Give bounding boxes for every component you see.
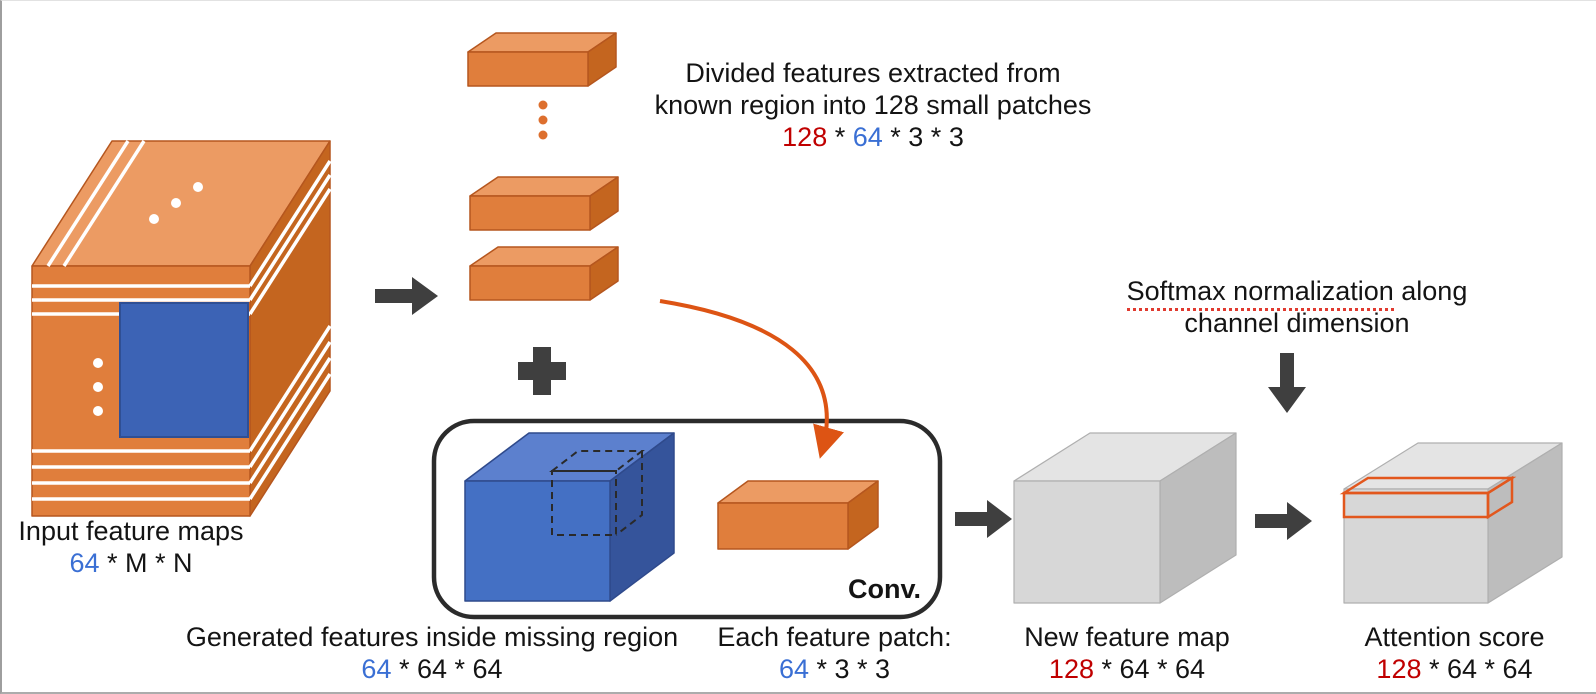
dims-text: 64 * 64 * 64 bbox=[361, 654, 503, 684]
ellipsis-dots bbox=[538, 100, 548, 140]
conv-container-box bbox=[431, 418, 943, 620]
dims-text: 64 * 3 * 3 bbox=[778, 654, 891, 684]
caption-text: along bbox=[1393, 276, 1468, 306]
dashed-patch-outline bbox=[549, 450, 645, 536]
divided-patches-caption: Divided features extracted from known re… bbox=[634, 57, 1112, 153]
dims-text: 128 * 64 * 3 * 3 bbox=[782, 122, 964, 152]
arrow-right-icon bbox=[1255, 502, 1312, 540]
patch-box bbox=[469, 176, 619, 231]
caption-line: Softmax normalization along bbox=[1102, 275, 1492, 311]
attention-slice-outline bbox=[1339, 475, 1517, 520]
input-feature-maps-label: Input feature maps 64 * M * N bbox=[2, 515, 260, 579]
conv-label: Conv. bbox=[848, 574, 921, 604]
new-feature-map-label: New feature map 128 * 64 * 64 bbox=[992, 621, 1262, 685]
feature-map-stripes bbox=[32, 140, 332, 501]
missing-region-patch bbox=[119, 302, 249, 438]
caption-line: channel dimension bbox=[1184, 308, 1410, 338]
each-feature-patch-label: Each feature patch: 64 * 3 * 3 bbox=[692, 621, 977, 685]
arrow-down-icon bbox=[1268, 353, 1306, 413]
curved-arrow-icon bbox=[659, 299, 844, 459]
plus-icon bbox=[518, 347, 566, 395]
dims-text: 64 * M * N bbox=[69, 548, 193, 578]
caption-line: New feature map bbox=[1024, 622, 1230, 652]
generated-features-label: Generated features inside missing region… bbox=[152, 621, 712, 685]
patch-box bbox=[467, 32, 617, 87]
caption-line: known region into 128 small patches bbox=[654, 90, 1092, 120]
arrow-right-icon bbox=[375, 277, 438, 315]
dims-text: 128 * 64 * 64 bbox=[1376, 654, 1533, 684]
dims-text: 128 * 64 * 64 bbox=[1048, 654, 1206, 684]
generated-features-cube bbox=[464, 432, 675, 602]
arrow-right-icon bbox=[955, 500, 1012, 538]
attention-score-label: Attention score 128 * 64 * 64 bbox=[1322, 621, 1587, 685]
attention-score-cube bbox=[1339, 442, 1563, 604]
input-feature-maps-box bbox=[31, 140, 332, 517]
caption-line: Attention score bbox=[1364, 622, 1545, 652]
new-feature-map-cube bbox=[1013, 432, 1237, 604]
feature-patch-box bbox=[717, 480, 879, 550]
caption-line: Input feature maps bbox=[18, 516, 244, 546]
ellipsis-dots bbox=[93, 182, 203, 416]
caption-line: Each feature patch: bbox=[717, 622, 952, 652]
softmax-underlined-text: Softmax normalization bbox=[1126, 276, 1394, 311]
caption-line: Divided features extracted from bbox=[685, 58, 1061, 88]
patch-stack bbox=[467, 32, 619, 301]
caption-line: Generated features inside missing region bbox=[185, 622, 679, 652]
softmax-caption: Softmax normalization along channel dime… bbox=[1102, 275, 1492, 339]
patch-box bbox=[469, 246, 619, 301]
